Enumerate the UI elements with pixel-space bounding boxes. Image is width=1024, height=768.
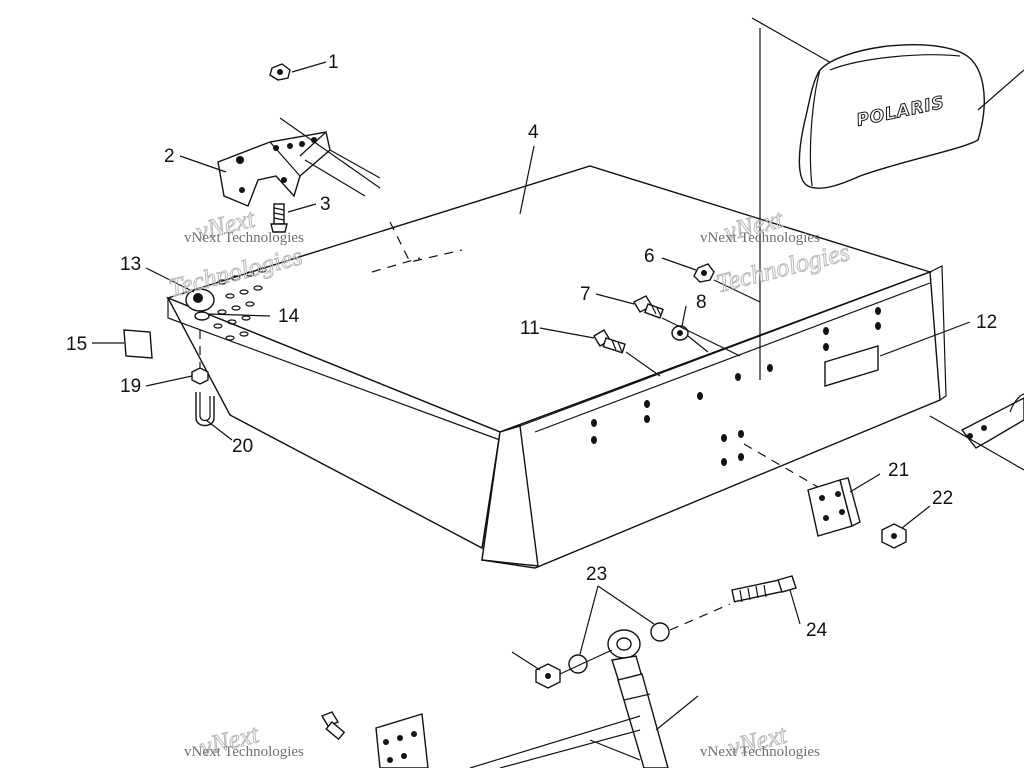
watermark-company-2: vNext Technologies	[700, 230, 820, 246]
bolt-part-2	[270, 203, 288, 233]
bolt-part-7	[633, 295, 664, 319]
callout-12-right: 22	[932, 488, 953, 509]
callout-14: 23	[586, 564, 607, 585]
nut-part-12-lower	[535, 663, 561, 689]
rack-platform	[165, 165, 947, 569]
nut-part-21	[191, 367, 209, 385]
bolt-part-6	[593, 329, 626, 354]
callout-24: 13	[120, 254, 141, 275]
callout-labels: 1 2 3 4 6 7 8 11 12 13 14 15 19 20 21 22…	[66, 52, 997, 641]
spacer-part-14-right	[650, 622, 670, 642]
leader-lines	[92, 61, 971, 731]
callout-6: 11	[520, 318, 540, 339]
spacer-part-14-left	[568, 654, 588, 674]
plate-bottom-left	[375, 713, 429, 768]
nut-part-12-right	[881, 523, 907, 549]
panel-holes	[591, 307, 881, 466]
callout-3-top: 1	[328, 52, 339, 73]
callout-7: 7	[580, 284, 591, 305]
bolt-bottom-left	[320, 711, 346, 741]
shock-body-part-15	[611, 655, 669, 768]
washer-part-8	[671, 325, 689, 341]
u-bolt-part-20	[195, 392, 215, 427]
callout-11: 21	[888, 460, 909, 481]
callout-19: 12	[976, 312, 997, 333]
nut-part-3-top	[269, 63, 291, 81]
callout-20: 20	[232, 436, 253, 457]
callout-3-mid: 6	[644, 246, 655, 267]
callout-4: 4	[528, 122, 539, 143]
nut-part-3-mid	[693, 263, 715, 283]
shock-eye	[607, 629, 641, 659]
callout-1: 2	[164, 146, 175, 167]
callout-21: 19	[120, 376, 141, 397]
watermark-company-3: vNext Technologies	[184, 744, 304, 760]
callout-22: 14	[278, 306, 300, 327]
callout-13: 24	[806, 620, 828, 641]
bolt-part-13	[731, 575, 797, 603]
callout-8: 8	[696, 292, 707, 313]
decal-part-23	[123, 329, 153, 359]
corner-slots	[213, 267, 267, 341]
bracket-part-1	[217, 117, 381, 207]
polaris-cushion: POLARIS	[798, 43, 1024, 189]
watermark-company-1: vNext Technologies	[184, 230, 304, 246]
side-hook-bracket	[929, 393, 1024, 471]
callout-23: 15	[66, 334, 87, 355]
shock-assembly	[469, 575, 797, 768]
callout-2: 3	[320, 194, 331, 215]
plate-part-11	[807, 477, 861, 537]
watermark-company-4: vNext Technologies	[700, 744, 820, 760]
